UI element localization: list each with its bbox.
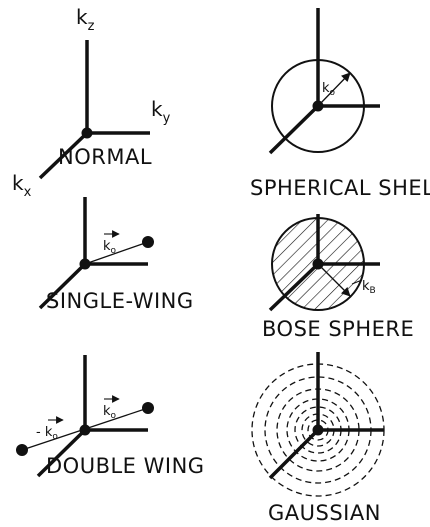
caption-spherical-shell: SPHERICAL SHELL xyxy=(250,176,430,200)
kz-axis-label: kz xyxy=(76,5,95,34)
origin-dot xyxy=(312,258,324,270)
caption-normal: NORMAL xyxy=(58,145,152,169)
radius-label: kB xyxy=(362,279,376,296)
caption-gaussian: GAUSSIAN xyxy=(268,501,381,525)
radius-arrow xyxy=(317,263,351,297)
neg-vector-label: - ko xyxy=(36,425,58,442)
origin-dot xyxy=(79,258,91,270)
origin-dot xyxy=(79,424,91,436)
panel-double-wing: ko - ko DOUBLE WING xyxy=(16,355,205,478)
label-leader xyxy=(351,279,363,285)
ky-axis-label: ky xyxy=(151,97,171,126)
origin-dot xyxy=(312,100,324,112)
caption-bose-sphere: BOSE SPHERE xyxy=(262,317,414,341)
axis-kx xyxy=(36,428,87,478)
axis-kx xyxy=(268,104,320,155)
shell-circle xyxy=(271,59,365,153)
origin-dot xyxy=(81,127,93,139)
panel-normal: kz ky kx NORMAL xyxy=(12,5,171,200)
kx-axis-label: kx xyxy=(12,171,32,200)
origin-dot xyxy=(312,424,324,436)
particle-dot xyxy=(142,236,154,248)
radius-label: ko xyxy=(322,81,336,98)
axis-kx xyxy=(268,428,320,480)
vector-label: ko xyxy=(103,404,117,421)
panel-gaussian: GAUSSIAN xyxy=(251,352,385,525)
caption-double-wing: DOUBLE WING xyxy=(46,454,205,478)
panel-spherical-shell: ko SPHERICAL SHELL xyxy=(250,8,430,200)
panel-single-wing: ko SINGLE-WING xyxy=(38,197,194,313)
particle-dot xyxy=(142,402,154,414)
axis-kx xyxy=(268,262,320,312)
axes xyxy=(38,40,150,180)
vector-label: ko xyxy=(103,239,117,256)
panel-bose-sphere: kB BOSE SPHERE xyxy=(262,214,414,341)
particle-dot-opposite xyxy=(16,444,28,456)
axis-kx xyxy=(38,262,87,310)
radius-arrow xyxy=(317,72,351,107)
caption-single-wing: SINGLE-WING xyxy=(46,289,194,313)
vector-line xyxy=(84,241,149,265)
